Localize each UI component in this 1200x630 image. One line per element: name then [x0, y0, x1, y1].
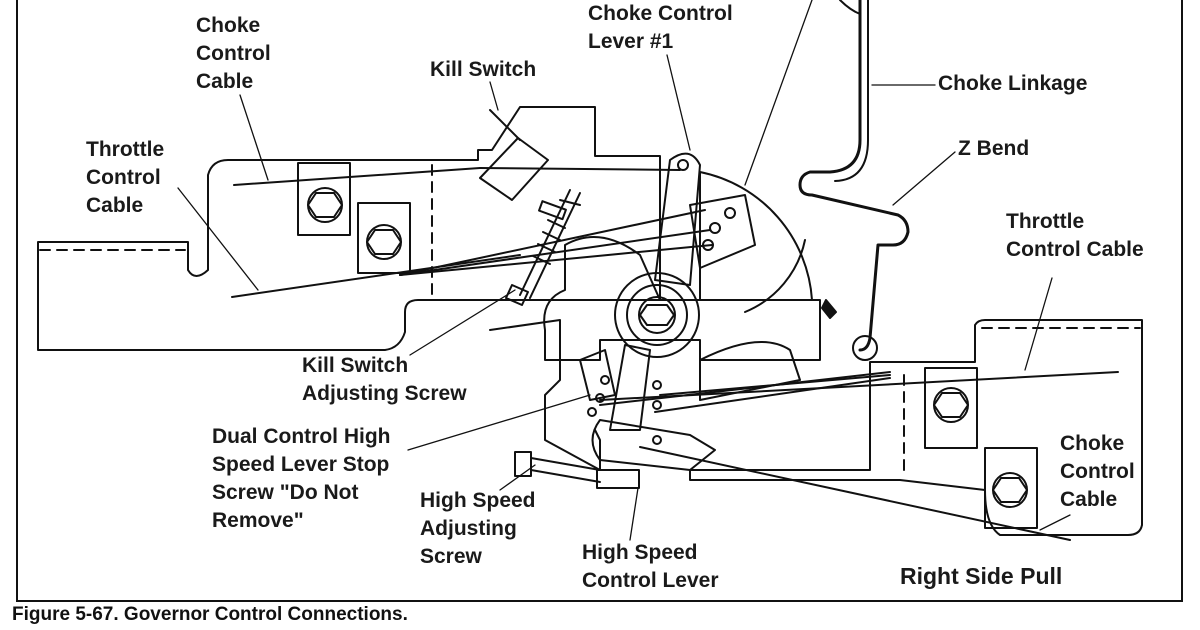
left-bracket-plate: [37, 106, 661, 351]
throttle-cable-clamp-left: [357, 202, 411, 274]
label-choke-control-cable-right: Choke Control Cable: [1060, 432, 1135, 511]
label-throttle-control-cable-right: Throttle Control Cable: [1006, 210, 1144, 261]
governor-hub: [614, 272, 700, 358]
label-choke-linkage: Choke Linkage: [938, 72, 1088, 95]
figure-caption: Figure 5-67. Governor Control Connection…: [12, 604, 408, 625]
kill-switch-body: [479, 137, 549, 201]
label-choke-control-lever: Choke Control Lever #1: [588, 2, 733, 53]
choke-cable-clamp-left: [297, 162, 351, 236]
governor-quadrant: [699, 171, 813, 301]
label-z-bend: Z Bend: [958, 137, 1030, 160]
label-dual-control-stop-screw: Dual Control High Speed Lever Stop Screw…: [212, 425, 391, 532]
label-throttle-control-cable-left: Throttle Control Cable: [86, 138, 165, 217]
label-kill-switch: Kill Switch: [430, 58, 537, 81]
label-view-orientation: Right Side Pull: [900, 563, 1063, 589]
choke-linkage-rod: [798, 0, 910, 352]
choke-control-lever: [654, 152, 756, 286]
leader-lines: [177, 0, 1071, 541]
label-high-speed-adjusting-screw: High Speed Adjusting Screw: [420, 489, 536, 568]
label-high-speed-control-lever: High Speed Control Lever: [582, 541, 719, 592]
label-choke-control-cable-left: Choke Control Cable: [196, 14, 271, 93]
label-kill-switch-adjusting-screw: Kill Switch Adjusting Screw: [302, 354, 467, 405]
high-speed-control-lever-part: [579, 344, 716, 489]
high-speed-adjusting-screw: [514, 451, 601, 483]
figure-frame: [16, 0, 1183, 602]
throttle-cable-clamp-right: [924, 367, 978, 449]
kill-switch-adjusting-screw: [505, 189, 581, 306]
